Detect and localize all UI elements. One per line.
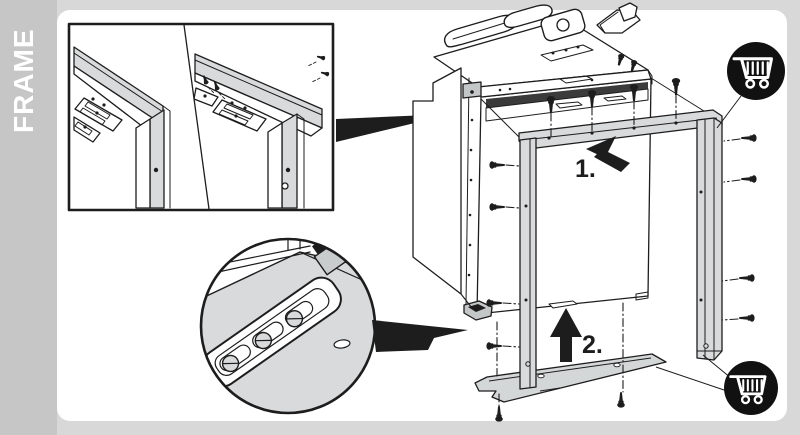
illustration-panel — [57, 10, 787, 421]
sidebar-band — [0, 0, 57, 435]
step-2-label: 2. — [582, 331, 603, 359]
section-title: FRAME — [8, 28, 39, 133]
step-1-label: 1. — [575, 155, 596, 183]
